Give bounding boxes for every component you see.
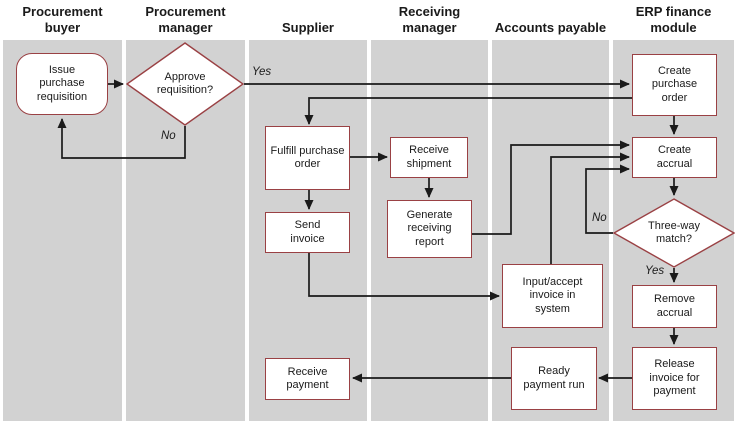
- node-label: Create purchase order: [651, 64, 698, 104]
- node-approve-requisition: Approve requisition?: [126, 42, 244, 126]
- node-label: Issue purchase requisition: [36, 63, 88, 103]
- edge-approve-no-loop: [57, 118, 186, 159]
- node-label: Input/accept invoice in system: [522, 275, 583, 315]
- node-create-purchase-order: Create purchase order: [632, 54, 717, 116]
- edge-send-invoice-to-input: [308, 253, 500, 301]
- edge-report-to-accrual: [472, 140, 630, 235]
- edge-label-approve-yes: Yes: [252, 66, 272, 78]
- edge-input-to-accrual: [550, 152, 630, 264]
- lane-header-procurement-manager: Procurement manager: [145, 4, 226, 35]
- node-label: Remove accrual: [654, 293, 695, 319]
- node-label: Generate receiving report: [406, 208, 453, 248]
- node-label: Create accrual: [656, 144, 693, 170]
- lane-header-supplier: Supplier: [281, 20, 334, 35]
- node-input-accept-invoice: Input/accept invoice in system: [502, 264, 603, 328]
- lane-header-procurement-buyer: Procurement buyer: [22, 4, 103, 35]
- lane-header-receiving-manager: Receiving manager: [398, 4, 461, 35]
- node-issue-purchase-requisition: Issue purchase requisition: [16, 53, 108, 115]
- node-generate-receiving-report: Generate receiving report: [387, 200, 472, 258]
- node-label: Three-way match?: [648, 219, 700, 246]
- node-label: Fulfill purchase order: [270, 144, 345, 171]
- node-three-way-match: Three-way match?: [613, 198, 735, 268]
- lane-header-accounts-payable: Accounts payable: [494, 20, 607, 35]
- node-receive-payment: Receive payment: [265, 358, 350, 400]
- edge-match-no-to-accrual: [585, 164, 630, 234]
- node-create-accrual: Create accrual: [632, 137, 717, 178]
- node-fulfill-purchase-order: Fulfill purchase order: [265, 126, 350, 190]
- node-ready-payment-run: Ready payment run: [511, 347, 597, 410]
- node-receive-shipment: Receive shipment: [390, 137, 468, 178]
- node-label: Send invoice: [290, 219, 325, 245]
- edge-label-match-yes: Yes: [645, 265, 665, 277]
- node-label: Approve requisition?: [156, 70, 214, 97]
- node-release-invoice-for-payment: Release invoice for payment: [632, 347, 717, 410]
- edge-label-match-no: No: [592, 212, 607, 224]
- node-remove-accrual: Remove accrual: [632, 285, 717, 328]
- node-label: Receive payment: [286, 365, 329, 392]
- diamond-shape: [613, 198, 735, 268]
- diamond-shape: [126, 42, 244, 126]
- lane-header-erp-finance-module: ERP finance module: [635, 4, 712, 35]
- node-label: Receive shipment: [406, 144, 452, 170]
- edge-label-approve-no: No: [161, 130, 176, 142]
- node-label: Release invoice for payment: [649, 358, 700, 398]
- edge-create-po-to-fulfill: [304, 97, 632, 125]
- node-label: Ready payment run: [523, 365, 585, 391]
- node-send-invoice: Send invoice: [265, 212, 350, 253]
